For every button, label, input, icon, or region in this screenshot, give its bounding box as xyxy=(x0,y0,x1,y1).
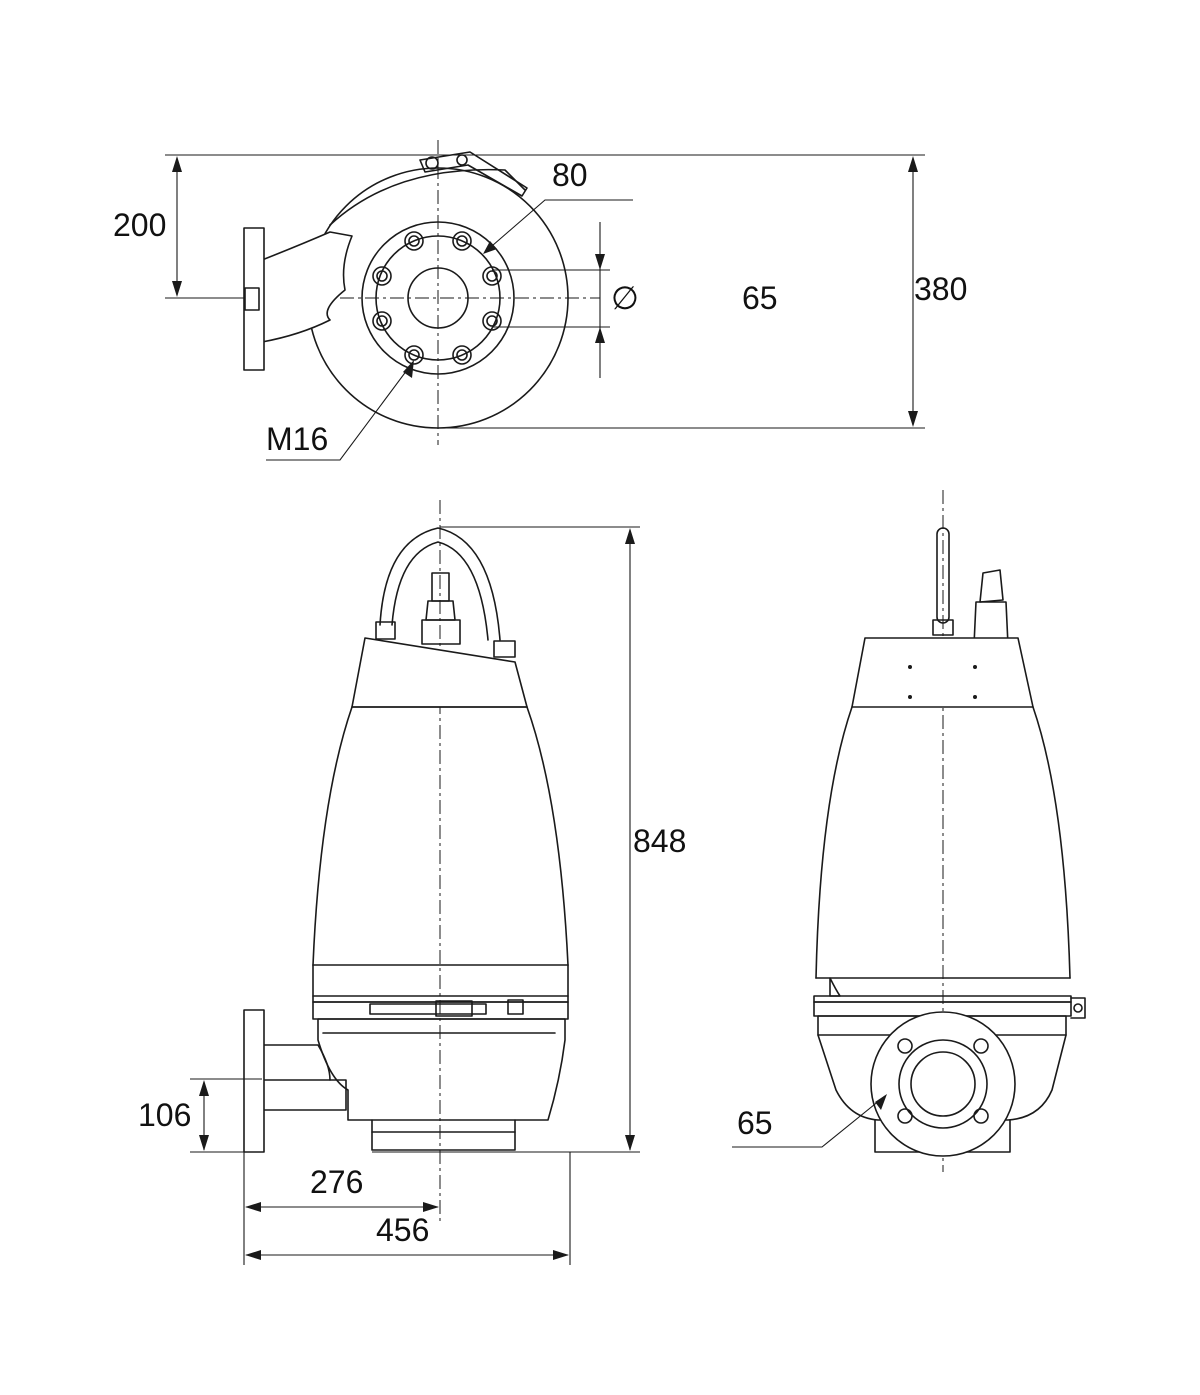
dim-106: 106 xyxy=(138,1097,191,1133)
dim-200: 200 xyxy=(113,207,166,243)
bolt-holes xyxy=(372,231,502,365)
dim-380: 380 xyxy=(914,271,967,307)
diameter-symbol: ∅ xyxy=(611,280,639,316)
front-view: 65 xyxy=(732,490,1086,1172)
dim-848: 848 xyxy=(633,823,686,859)
dim-65-front: 65 xyxy=(737,1105,773,1141)
dim-m16: M16 xyxy=(266,421,328,457)
dim-456: 456 xyxy=(376,1212,429,1248)
dim-80: 80 xyxy=(552,157,588,193)
dim-276: 276 xyxy=(310,1164,363,1200)
top-view: 200 380 ∅ 65 80 M16 xyxy=(113,140,967,461)
dim-65-top: 65 xyxy=(742,280,778,316)
side-view: 848 106 276 456 xyxy=(138,500,686,1265)
outlet-flange-top xyxy=(243,227,265,371)
outlet-flange-side xyxy=(243,1009,265,1153)
outlet-flange-front xyxy=(870,1011,1016,1157)
